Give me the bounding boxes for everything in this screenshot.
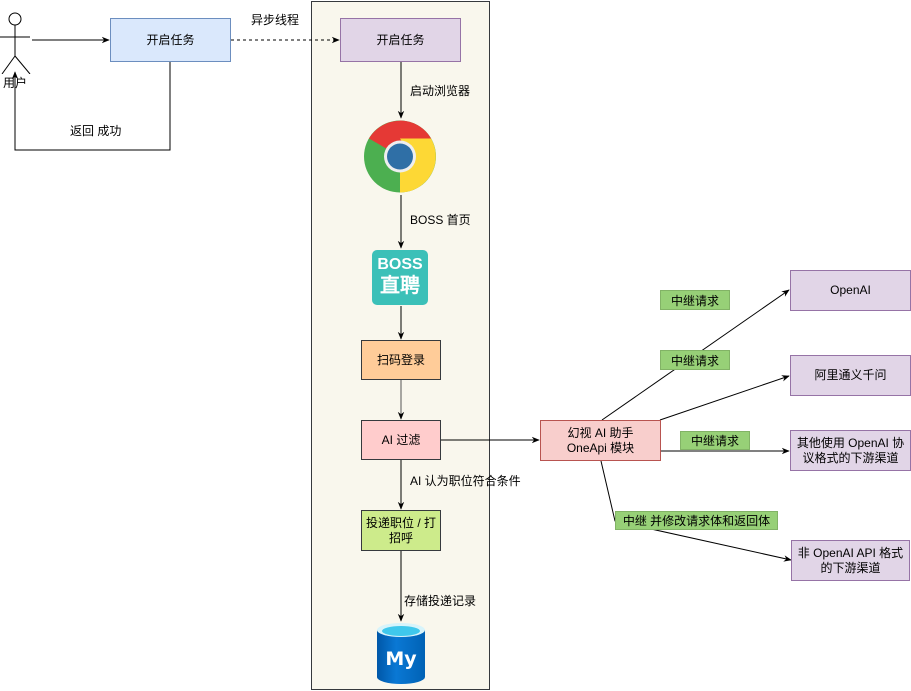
ai-match-label: AI 认为职位符合条件 (410, 474, 521, 488)
launch-browser-label: 启动浏览器 (410, 84, 471, 98)
start-task-left-label: 开启任务 (146, 32, 195, 47)
target-non-openai[interactable]: 非 OpenAI API 格式 的下游渠道 (791, 540, 910, 581)
scan-login-step[interactable]: 扫码登录 (361, 340, 441, 380)
oneapi-module[interactable]: 幻视 AI 助手 OneApi 模块 (540, 420, 661, 461)
start-task-pipeline-label: 开启任务 (376, 32, 425, 47)
user-label: 用户 (3, 76, 28, 90)
ai-filter-label: AI 过滤 (381, 432, 421, 447)
target-compatible-line2: 议格式的下游渠道 (802, 450, 899, 465)
chrome-browser-icon (364, 120, 436, 193)
target-openai-compatible[interactable]: 其他使用 OpenAI 协 议格式的下游渠道 (790, 430, 911, 471)
target-compatible-line1: 其他使用 OpenAI 协 (796, 435, 905, 450)
boss-zhipin-logo-icon: BOSS 直聘 (372, 250, 428, 305)
boss-logo-line1: BOSS (377, 256, 423, 273)
scan-login-label: 扫码登录 (376, 352, 425, 367)
ai-filter-step[interactable]: AI 过滤 (361, 420, 441, 460)
apply-job-label-line1: 投递职位 / 打 (365, 515, 436, 530)
oneapi-label-line2: OneApi 模块 (566, 440, 635, 455)
start-task-left[interactable]: 开启任务 (110, 18, 231, 62)
oneapi-label-line1: 幻视 AI 助手 (567, 425, 634, 440)
edge-return-success (11, 62, 171, 151)
start-task-pipeline[interactable]: 开启任务 (340, 18, 461, 62)
relay-label-others: 中继请求 (680, 431, 750, 450)
stick-figure-user-icon (0, 12, 31, 74)
edge-oneapi-to-qwen (659, 375, 790, 421)
target-openai-label: OpenAI (830, 283, 871, 297)
target-non-openai-line1: 非 OpenAI API 格式 (797, 545, 904, 560)
target-qwen-label: 阿里通义千问 (814, 368, 887, 382)
boss-logo-line2: 直聘 (380, 275, 420, 297)
async-thread-label: 异步线程 (251, 13, 300, 27)
return-success-label: 返回 成功 (70, 124, 122, 138)
boss-home-label: BOSS 首页 (410, 213, 471, 227)
target-openai[interactable]: OpenAI (790, 270, 911, 311)
apply-job-step[interactable]: 投递职位 / 打 招呼 (361, 510, 441, 551)
target-non-openai-line2: 的下游渠道 (820, 560, 881, 575)
apply-job-label-line2: 招呼 (388, 530, 413, 545)
mysql-text: My (385, 648, 417, 670)
relay-label-non-openai: 中继 并修改请求体和返回体 (615, 511, 778, 530)
relay-label-openai-top: 中继请求 (660, 290, 730, 310)
mysql-database-icon: My (377, 623, 425, 684)
store-record-label: 存储投递记录 (404, 594, 477, 608)
target-qwen[interactable]: 阿里通义千问 (790, 355, 911, 396)
relay-label-openai-mid: 中继请求 (660, 350, 730, 370)
